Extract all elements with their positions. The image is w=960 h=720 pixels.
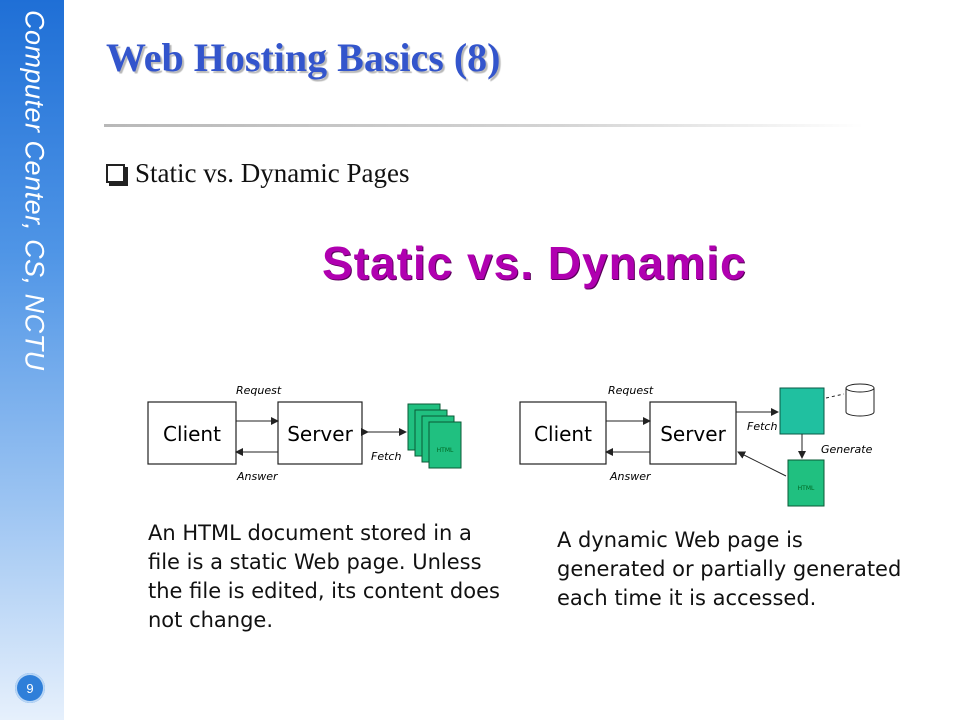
title-divider (104, 124, 864, 127)
dynamic-doc-label: HTML (798, 485, 815, 492)
static-client-box (147, 401, 237, 465)
static-caption-line: not change. (148, 608, 274, 632)
dynamic-generate-label: Generate (821, 443, 873, 456)
static-request-label: Request (236, 384, 282, 397)
sidebar-caption: Computer Center, CS, NCTU (19, 10, 50, 371)
checkbox-bullet-icon (106, 164, 125, 183)
dynamic-caption-line: generated or partially generated (557, 557, 902, 581)
static-doc-label: HTML (437, 447, 454, 454)
dynamic-generated-html-icon (787, 459, 825, 507)
database-icon (845, 383, 875, 417)
page-number-badge: 9 (15, 673, 45, 703)
bullet-text: Static vs. Dynamic Pages (135, 158, 410, 188)
dynamic-client-box (519, 401, 607, 465)
dynamic-fetch-label: Fetch (747, 420, 777, 433)
dynamic-caption-line: A dynamic Web page is (557, 528, 803, 552)
static-fetch-label: Fetch (371, 450, 401, 463)
static-dynamic-diagram: Client Server Request Answer Fetch HTML … (147, 383, 875, 507)
dynamic-caption-line: each time it is accessed. (557, 586, 817, 610)
dynamic-caption: A dynamic Web page is generated or parti… (557, 526, 917, 613)
static-caption-line: An HTML document stored in a (148, 521, 472, 545)
static-answer-label: Answer (236, 470, 279, 483)
static-server-box (277, 401, 363, 465)
static-html-documents-icon (407, 403, 462, 469)
static-caption: An HTML document stored in a file is a s… (148, 519, 508, 635)
static-caption-line: the file is edited, its content does (148, 579, 500, 603)
dynamic-client-label: Client (534, 422, 592, 446)
dynamic-server-label: Server (660, 422, 726, 446)
static-client-label: Client (163, 422, 221, 446)
dynamic-request-label: Request (608, 384, 654, 397)
figure-title: Static vs. Dynamic (322, 237, 747, 289)
static-diagram: Client Server Request Answer Fetch HTML (147, 384, 462, 483)
dynamic-server-box (649, 401, 737, 465)
sidebar: Computer Center, CS, NCTU 9 (0, 0, 64, 720)
dynamic-answer-label: Answer (609, 470, 652, 483)
static-server-label: Server (287, 422, 353, 446)
dynamic-diagram: Client Server Request Answer Fetch Gener… (519, 383, 875, 507)
static-caption-line: file is a static Web page. Unless (148, 550, 482, 574)
dynamic-return-arrow (737, 451, 787, 477)
dynamic-script-box (779, 387, 825, 435)
slide-title: Web Hosting Basics (8) (106, 35, 501, 80)
bullet-item: Static vs. Dynamic Pages (106, 158, 409, 189)
database-link-dashed (825, 393, 845, 399)
